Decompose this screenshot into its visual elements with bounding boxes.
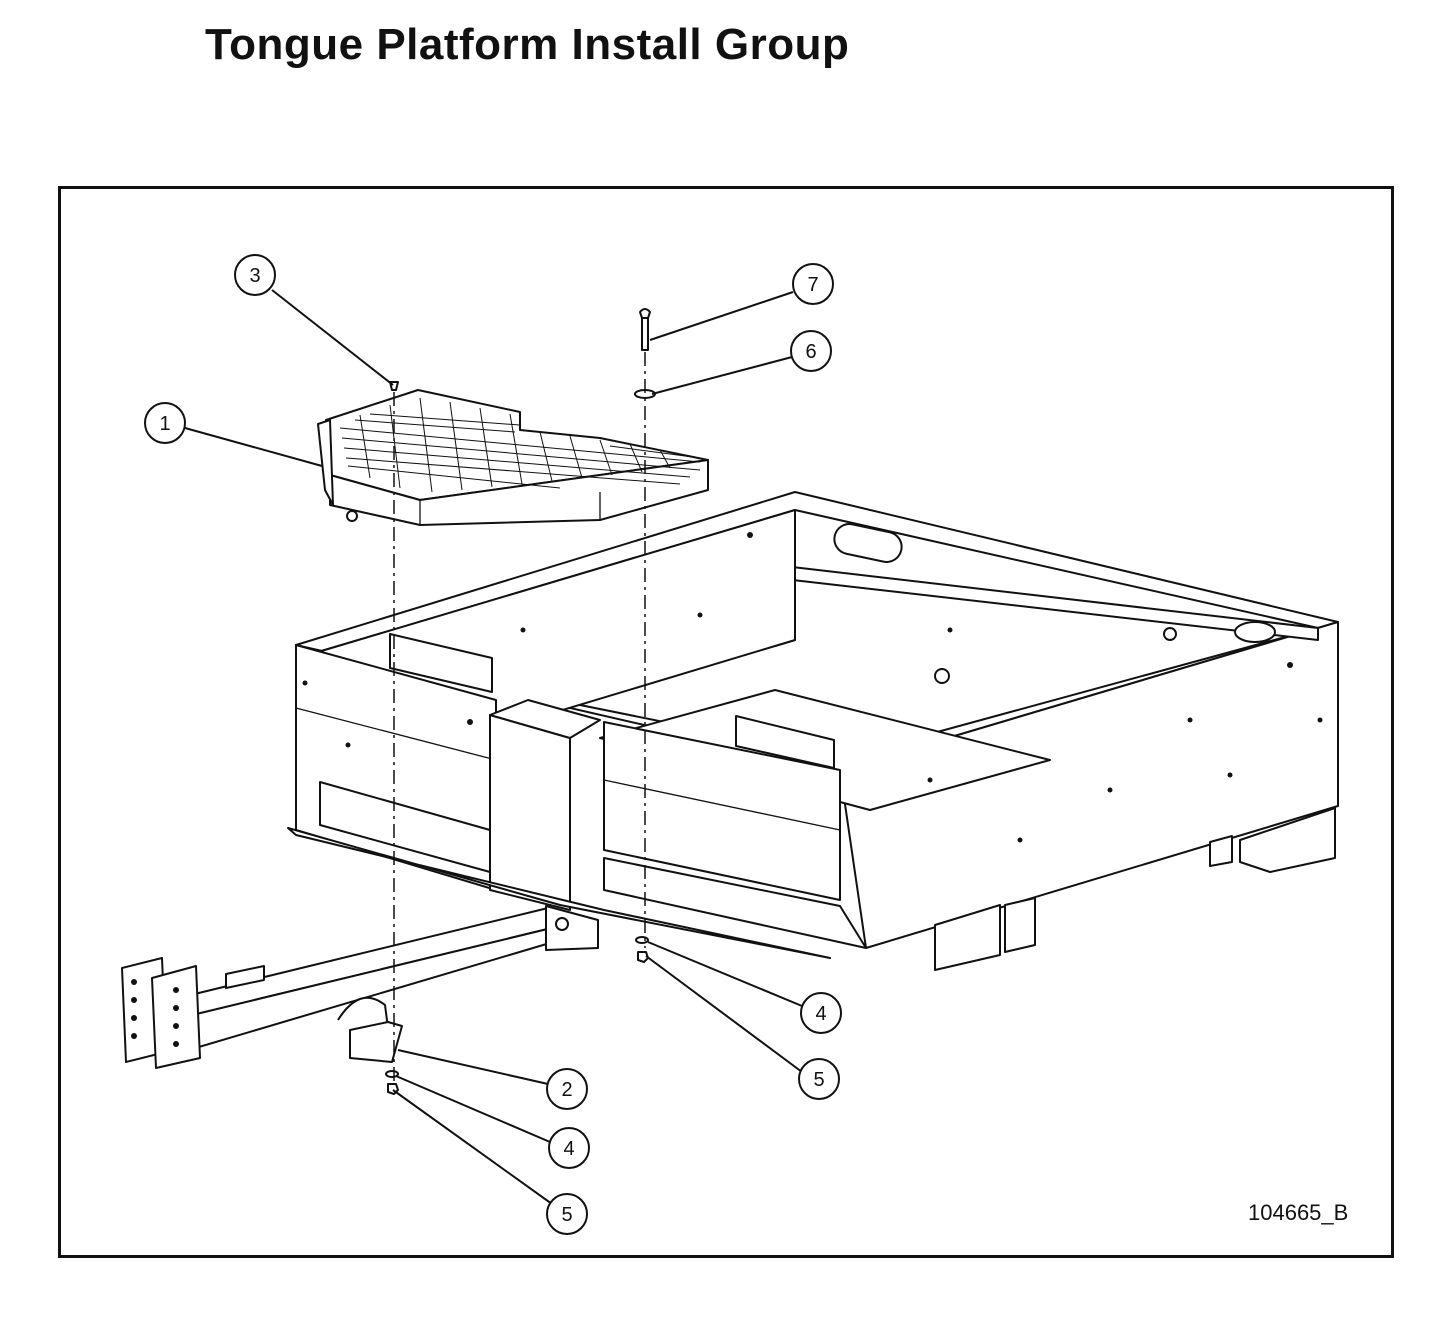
page-title: Tongue Platform Install Group	[205, 20, 850, 69]
assembly-centerlines	[393, 352, 646, 1082]
drawing-number: 104665_B	[1248, 1200, 1349, 1225]
support-bracket-part-2	[337, 996, 403, 1063]
svg-text:2: 2	[561, 1079, 572, 1101]
drawing-frame	[58, 186, 1394, 1258]
svg-text:1: 1	[159, 413, 170, 435]
box-skids	[934, 807, 1336, 971]
callout-4-right: 4	[800, 992, 842, 1034]
svg-text:5: 5	[813, 1069, 824, 1091]
callout-6: 6	[790, 330, 832, 372]
svg-text:5: 5	[561, 1204, 572, 1226]
svg-text:3: 3	[249, 265, 260, 287]
leader-lines	[184, 289, 803, 1205]
callout-5-left: 5	[546, 1193, 588, 1235]
callout-2: 2	[546, 1068, 588, 1110]
svg-text:4: 4	[563, 1138, 574, 1160]
svg-text:4: 4	[815, 1003, 826, 1025]
callout-7: 7	[792, 263, 834, 305]
tongue-platform-part-1	[317, 389, 709, 526]
callout-3: 3	[234, 254, 276, 296]
svg-text:6: 6	[805, 341, 816, 363]
tongue-beam	[121, 905, 599, 1069]
callout-4-left: 4	[548, 1127, 590, 1169]
callout-5-right: 5	[798, 1058, 840, 1100]
svg-text:7: 7	[807, 274, 818, 296]
box-frame	[287, 491, 1339, 959]
callout-1: 1	[144, 402, 186, 444]
